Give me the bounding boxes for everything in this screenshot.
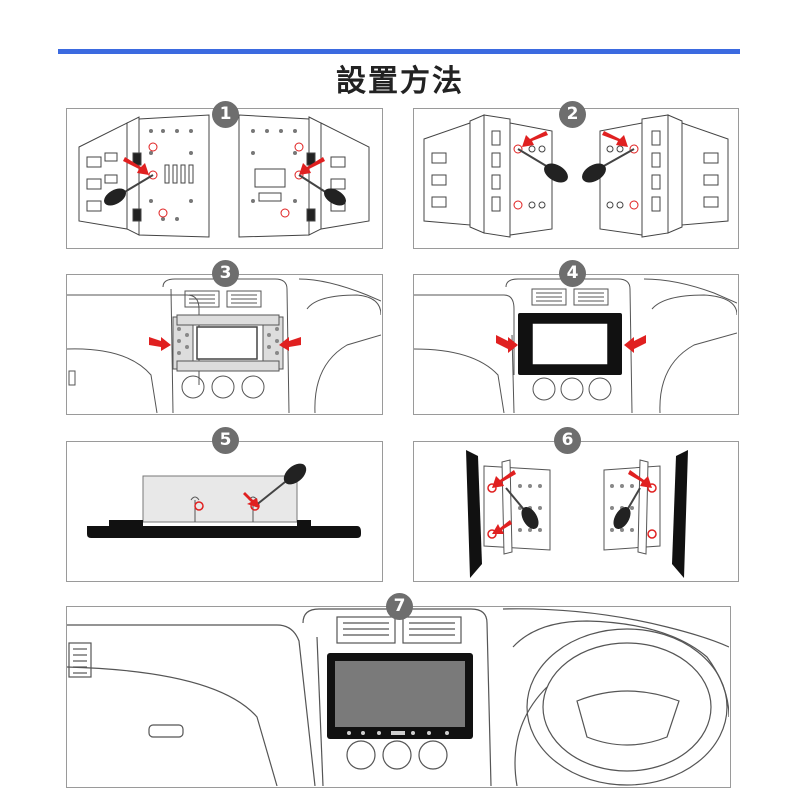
step-3-badge: 3	[212, 260, 239, 287]
step-4-panel	[413, 274, 739, 415]
step-6-badge: 6	[554, 427, 581, 454]
step-7-illustration	[67, 608, 729, 786]
step-7-badge: 7	[386, 593, 413, 620]
step-1-illustration	[78, 114, 370, 238]
step-6-panel	[413, 441, 739, 582]
step-1-panel	[66, 108, 383, 249]
step-5-panel	[66, 441, 383, 582]
step-3-panel	[66, 274, 383, 415]
step-5-illustration	[87, 463, 361, 538]
title-accent-bar	[58, 49, 740, 54]
step-3-illustration	[67, 278, 381, 413]
step-5-badge: 5	[212, 427, 239, 454]
step-1-badge: 1	[212, 101, 239, 128]
step-2-panel	[413, 108, 739, 249]
step-2-badge: 2	[559, 101, 586, 128]
page-title: 設置方法	[336, 64, 464, 99]
step-4-badge: 4	[559, 260, 586, 287]
step-7-panel	[66, 606, 731, 788]
step-4-illustration	[414, 278, 737, 413]
step-2-illustration	[423, 114, 729, 238]
step-6-illustration	[466, 450, 688, 578]
